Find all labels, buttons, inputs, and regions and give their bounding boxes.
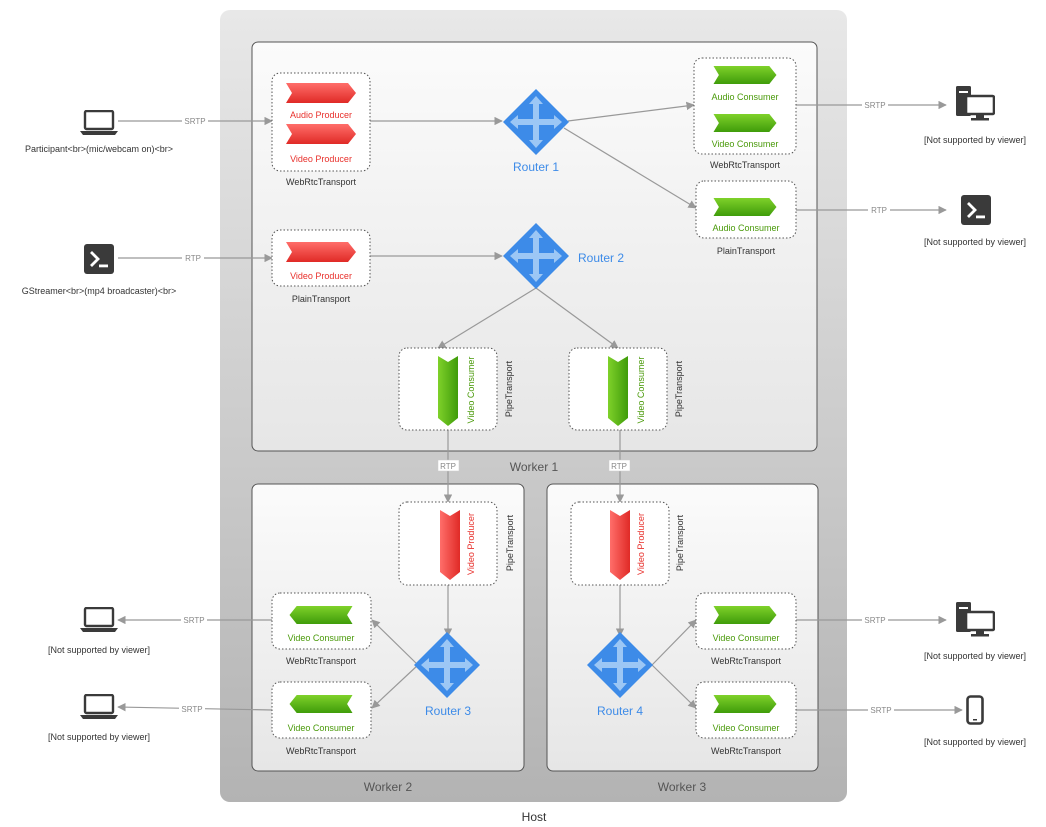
viewer-left-1: [Not supported by viewer] xyxy=(48,607,150,655)
transport-caption: PipeTransport xyxy=(505,514,515,571)
router-3: Router 3 xyxy=(414,632,480,718)
participant-endpoint: Participant<br>(mic/webcam on)<br> xyxy=(25,110,173,154)
pipe-transport-producer-w3: Video Producer PipeTransport xyxy=(570,501,685,586)
audio-producer-label: Audio Producer xyxy=(290,110,352,120)
video-consumer-label: Video Consumer xyxy=(466,357,476,424)
terminal-icon xyxy=(961,195,991,225)
audio-consumer-label: Audio Consumer xyxy=(711,92,778,102)
not-supported-label: [Not supported by viewer] xyxy=(48,645,150,655)
terminal-icon xyxy=(84,244,114,274)
viewer-left-2: [Not supported by viewer] xyxy=(48,694,150,742)
router-label: Router 3 xyxy=(425,704,471,718)
edge-label-srtp: SRTP xyxy=(864,616,885,625)
router-label: Router 4 xyxy=(597,704,643,718)
transport-caption: PipeTransport xyxy=(675,514,685,571)
transport-caption: WebRtcTransport xyxy=(710,160,781,170)
webrtc-transport-consumer-w3a: Video Consumer WebRtcTransport xyxy=(695,592,797,666)
video-consumer-label: Video Consumer xyxy=(636,357,646,424)
video-producer-label: Video Producer xyxy=(466,513,476,575)
pipe-transport-consumer-1: Video Consumer PipeTransport xyxy=(398,347,514,431)
webrtc-transport-producers: Audio Producer Video Producer WebRtcTran… xyxy=(271,72,371,187)
edge-label-srtp: SRTP xyxy=(870,706,891,715)
viewer-right-1: [Not supported by viewer] xyxy=(924,85,1026,145)
transport-caption: WebRtcTransport xyxy=(286,746,357,756)
not-supported-label: [Not supported by viewer] xyxy=(924,237,1026,247)
edge-label-srtp: SRTP xyxy=(183,616,204,625)
worker-3-label: Worker 3 xyxy=(658,780,707,794)
edge-label-rtp: RTP xyxy=(185,254,201,263)
video-producer-label: Video Producer xyxy=(290,154,352,164)
transport-caption: WebRtcTransport xyxy=(711,656,782,666)
transport-caption: WebRtcTransport xyxy=(711,746,782,756)
edge-label-srtp: SRTP xyxy=(864,101,885,110)
laptop-icon xyxy=(80,694,118,720)
router-2: Router 2 xyxy=(503,223,624,289)
viewer-right-3: [Not supported by viewer] xyxy=(924,601,1026,661)
router-label: Router 1 xyxy=(513,160,559,174)
webrtc-transport-consumer-w2a: Video Consumer WebRtcTransport xyxy=(271,592,372,666)
not-supported-label: [Not supported by viewer] xyxy=(924,737,1026,747)
webrtc-transport-consumer-w2b: Video Consumer WebRtcTransport xyxy=(271,681,372,756)
webrtc-transport-consumers: Audio Consumer Video Consumer WebRtcTran… xyxy=(693,57,797,170)
router-label: Router 2 xyxy=(578,251,624,265)
edge-label-srtp: SRTP xyxy=(181,705,202,714)
router-1: Router 1 xyxy=(503,89,569,174)
edge-label-rtp: RTP xyxy=(440,462,456,471)
worker-2-label: Worker 2 xyxy=(364,780,413,794)
transport-caption: PipeTransport xyxy=(674,360,684,417)
transport-caption: PlainTransport xyxy=(292,294,351,304)
audio-consumer-label: Audio Consumer xyxy=(712,223,779,233)
video-consumer-label: Video Consumer xyxy=(713,633,780,643)
edge-labels: SRTP RTP SRTP RTP RTP RTP SRTP SRTP SRTP… xyxy=(179,99,894,715)
gstreamer-endpoint: GStreamer<br>(mp4 broadcaster)<br> xyxy=(22,244,177,296)
participant-label: Participant<br>(mic/webcam on)<br> xyxy=(25,144,173,154)
video-producer-label: Video Producer xyxy=(636,513,646,575)
laptop-icon xyxy=(80,110,118,136)
not-supported-label: [Not supported by viewer] xyxy=(48,732,150,742)
pipe-transport-consumer-2: Video Consumer PipeTransport xyxy=(568,347,684,431)
video-consumer-label: Video Consumer xyxy=(288,723,355,733)
plain-transport-producer: Video Producer PlainTransport xyxy=(271,229,371,304)
video-consumer-label: Video Consumer xyxy=(712,139,779,149)
worker-1-label: Worker 1 xyxy=(510,460,559,474)
video-producer-label: Video Producer xyxy=(290,271,352,281)
router-4: Router 4 xyxy=(587,632,653,718)
edge-label-rtp: RTP xyxy=(611,462,627,471)
gstreamer-label: GStreamer<br>(mp4 broadcaster)<br> xyxy=(22,286,177,296)
viewer-right-4: [Not supported by viewer] xyxy=(924,695,1026,747)
pipe-transport-producer-w2: Video Producer PipeTransport xyxy=(398,501,515,586)
not-supported-label: [Not supported by viewer] xyxy=(924,135,1026,145)
edge-label-rtp: RTP xyxy=(871,206,887,215)
viewer-right-2: [Not supported by viewer] xyxy=(924,195,1026,247)
video-consumer-label: Video Consumer xyxy=(288,633,355,643)
video-consumer-label: Video Consumer xyxy=(713,723,780,733)
laptop-icon xyxy=(80,607,118,633)
host-label: Host xyxy=(522,810,547,824)
desktop-server-icon xyxy=(955,85,995,121)
transport-caption: WebRtcTransport xyxy=(286,177,357,187)
not-supported-label: [Not supported by viewer] xyxy=(924,651,1026,661)
transport-caption: WebRtcTransport xyxy=(286,656,357,666)
smartphone-icon xyxy=(966,695,984,725)
webrtc-transport-consumer-w3b: Video Consumer WebRtcTransport xyxy=(695,681,797,756)
edge-label-srtp: SRTP xyxy=(184,117,205,126)
transport-caption: PipeTransport xyxy=(504,360,514,417)
desktop-server-icon xyxy=(955,601,995,637)
transport-caption: PlainTransport xyxy=(717,246,776,256)
plain-transport-consumer: Audio Consumer PlainTransport xyxy=(695,180,797,256)
